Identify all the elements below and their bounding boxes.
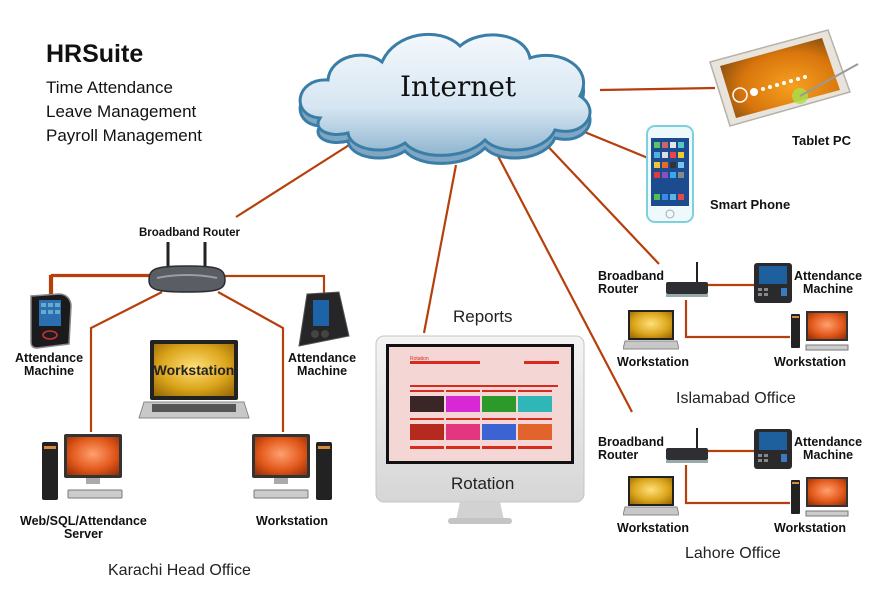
karachi-laptop-icon[interactable] (138, 338, 250, 422)
islamabad-router-icon[interactable] (664, 260, 710, 302)
islamabad-desktop-icon[interactable] (790, 310, 850, 352)
lahore-office-label: Lahore Office (685, 545, 781, 562)
rotation-calendar-preview (410, 361, 559, 449)
karachi-laptop-screen-text: Workstation (153, 362, 235, 378)
label-line: Attendance (794, 269, 863, 283)
feature-leave-management: Leave Management (46, 102, 197, 121)
label-line: Broadband (598, 269, 664, 283)
feature-payroll-management: Payroll Management (46, 126, 202, 145)
link-router-attendance-left-2 (50, 273, 152, 296)
label-line: Attendance (288, 351, 357, 365)
smart-phone-label: Smart Phone (710, 197, 791, 212)
label-line: Attendance (15, 351, 84, 365)
lahore-desktop-label: Workstation (774, 521, 846, 535)
karachi-attendance-machine-right-icon[interactable] (293, 290, 353, 350)
label-line: Machine (24, 364, 75, 378)
islamabad-laptop-icon[interactable] (623, 309, 679, 351)
label-line: Machine (803, 282, 854, 296)
reports-screen-title: Rotation (410, 356, 429, 362)
lahore-router-label: Broadband Router (598, 436, 664, 462)
link-isb-router-desktop (684, 300, 790, 339)
karachi-server-label: Web/SQL/Attendance Server (20, 515, 147, 541)
link-cloud-islamabad (539, 137, 660, 265)
label-line: Broadband (598, 435, 664, 449)
reports-monitor-icon[interactable] (374, 334, 586, 534)
internet-cloud-icon (298, 32, 592, 165)
link-router-attendance-right (222, 274, 326, 296)
link-cloud-karachi (235, 139, 358, 218)
lahore-desktop-icon[interactable] (790, 476, 850, 518)
karachi-workstation-icon[interactable] (250, 432, 334, 508)
islamabad-attendance-machine-icon[interactable] (753, 262, 793, 304)
tablet-pc-icon[interactable] (700, 22, 860, 132)
karachi-attendance-right-label: Attendance Machine (288, 352, 356, 378)
label-line: Machine (297, 364, 348, 378)
brand-title: HRSuite (46, 40, 144, 68)
islamabad-router-label: Broadband Router (598, 270, 664, 296)
internet-label: Internet (400, 70, 517, 103)
link-lhr-router-desktop (684, 465, 790, 505)
link-cloud-lahore (497, 155, 633, 413)
islamabad-attendance-label: Attendance Machine (794, 270, 862, 296)
islamabad-laptop-label: Workstation (617, 355, 689, 369)
label-line: Machine (803, 448, 854, 462)
karachi-router-label: Broadband Router (139, 227, 240, 239)
lahore-router-icon[interactable] (664, 426, 710, 468)
karachi-router-icon[interactable] (145, 240, 229, 296)
islamabad-desktop-label: Workstation (774, 355, 846, 369)
karachi-office-label: Karachi Head Office (108, 562, 251, 579)
link-router-workstation (217, 291, 285, 432)
reports-title: Reports (453, 307, 513, 326)
smart-phone-icon[interactable] (645, 124, 695, 224)
karachi-attendance-left-label: Attendance Machine (15, 352, 83, 378)
karachi-attendance-machine-left-icon[interactable] (25, 292, 75, 350)
link-cloud-reports (422, 164, 458, 334)
label-line: Server (63, 527, 103, 541)
link-router-server (89, 291, 163, 432)
label-line: Attendance (794, 435, 863, 449)
lahore-laptop-label: Workstation (617, 521, 689, 535)
islamabad-office-label: Islamabad Office (676, 390, 796, 407)
link-cloud-tablet (599, 86, 716, 92)
karachi-workstation-label: Workstation (256, 514, 328, 528)
label-line: Router (598, 282, 639, 296)
reports-monitor-caption: Rotation (451, 474, 515, 493)
tablet-pc-label: Tablet PC (792, 133, 851, 148)
feature-time-attendance: Time Attendance (46, 78, 173, 97)
lahore-attendance-label: Attendance Machine (794, 436, 862, 462)
karachi-server-icon[interactable] (40, 432, 124, 508)
lahore-attendance-machine-icon[interactable] (753, 428, 793, 470)
lahore-laptop-icon[interactable] (623, 475, 679, 517)
label-line: Router (598, 448, 639, 462)
label-line: Web/SQL/Attendance (20, 514, 147, 528)
